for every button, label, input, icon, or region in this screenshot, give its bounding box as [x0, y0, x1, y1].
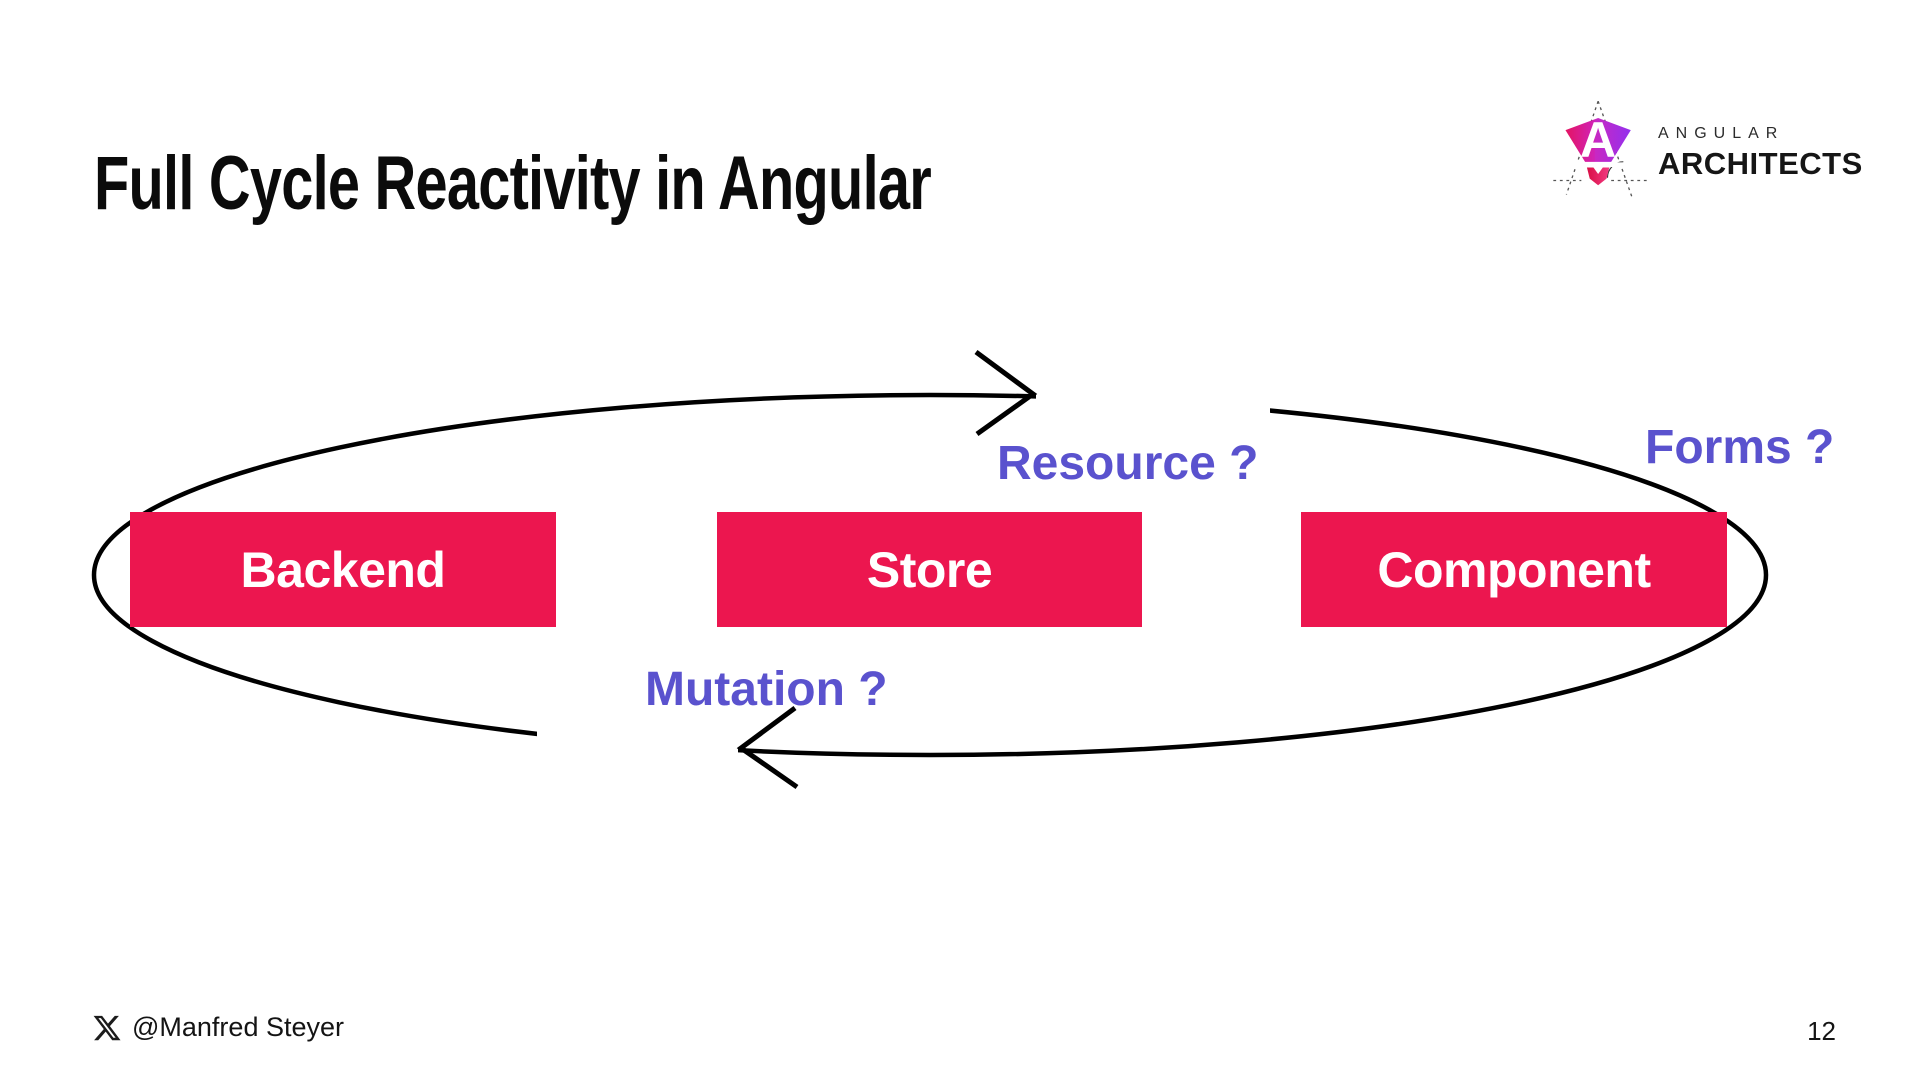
logo-brand-top: ANGULAR — [1658, 124, 1785, 142]
node-store: Store — [717, 512, 1142, 627]
x-twitter-icon — [93, 1015, 121, 1040]
node-component-label: Component — [1377, 541, 1651, 598]
label-forms: Forms ? — [1645, 421, 1835, 474]
node-backend-label: Backend — [240, 541, 446, 598]
node-store-label: Store — [866, 541, 993, 598]
footer: @Manfred Steyer — [92, 1012, 344, 1043]
angular-shield-icon: A — [1553, 100, 1647, 197]
angular-architects-logo: A ANGULAR ARCHITECTS — [1552, 90, 1863, 202]
cycle-ellipse — [91, 392, 1769, 758]
node-component: Component — [1301, 512, 1727, 627]
node-backend: Backend — [130, 512, 556, 627]
label-resource: Resource ? — [997, 437, 1259, 490]
arrowhead-right-icon — [974, 349, 1038, 437]
author-handle: @Manfred Steyer — [132, 1012, 344, 1042]
page-title: Full Cycle Reactivity in Angular — [94, 141, 932, 226]
logo-text: ANGULAR ARCHITECTS — [1658, 125, 1863, 182]
arrowhead-left-icon — [736, 705, 799, 790]
label-mutation: Mutation ? — [645, 663, 888, 716]
page-number: 12 — [1807, 1016, 1836, 1046]
svg-text:A: A — [1580, 111, 1616, 168]
logo-brand-bottom: ARCHITECTS — [1658, 145, 1863, 181]
